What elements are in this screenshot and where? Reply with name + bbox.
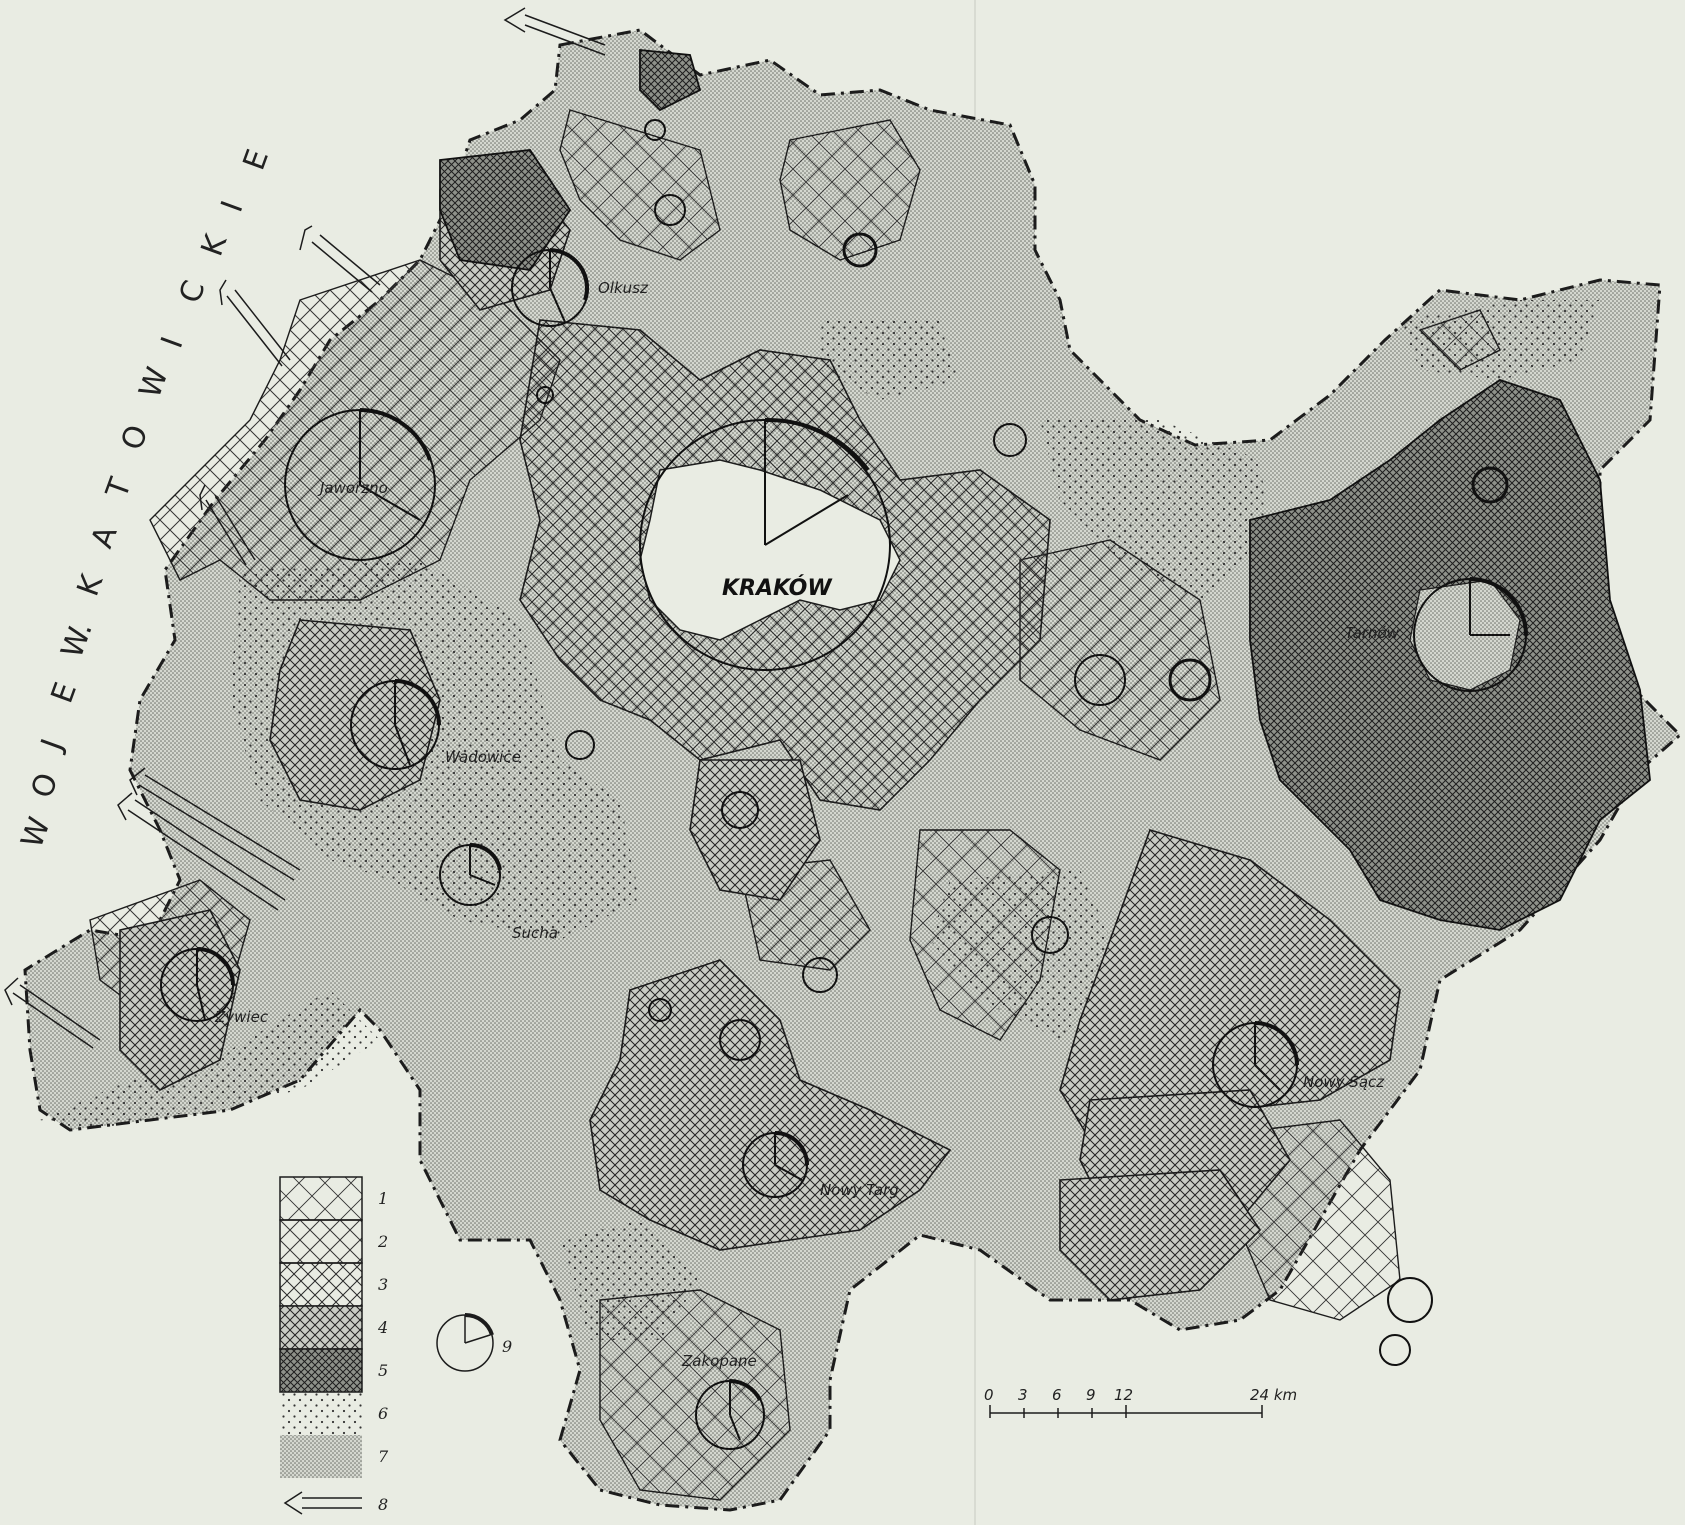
- small-centre-symbol: [802, 957, 838, 993]
- small-centre-symbol: [1387, 1277, 1433, 1323]
- scale-tick-12: 12: [1114, 1386, 1133, 1404]
- legend-label-6: 6: [378, 1404, 388, 1423]
- city-label-jaworzno: Jaworzno: [317, 479, 388, 497]
- scale-bar: [989, 1405, 1263, 1418]
- arrow-icon: [4, 977, 101, 1049]
- legend-label-2: 2: [377, 1232, 388, 1251]
- arrow-icon: [129, 767, 301, 881]
- small-centre-symbol: [536, 386, 554, 404]
- city-label-krakow: KRAKÓW: [722, 575, 833, 601]
- scale-tick-3: 3: [1018, 1386, 1028, 1404]
- city-symbol-sucha: [439, 842, 502, 906]
- legend-swatch-2: [279, 1219, 363, 1264]
- city-symbol-olkusz: [511, 248, 589, 327]
- arrow-icon: [117, 792, 286, 911]
- small-centre-symbol: [1471, 466, 1509, 504]
- legend-swatch-3: [279, 1262, 363, 1307]
- arrow-icon: [199, 484, 256, 566]
- legend-label-3: 3: [378, 1275, 388, 1294]
- city-label-wadowice: Wadowice: [445, 748, 521, 766]
- small-centre-symbol: [644, 119, 666, 141]
- small-centre-symbol: [1031, 916, 1069, 954]
- city-symbol-tarnow: [1413, 577, 1528, 692]
- city-labels: KRAKÓW Jaworzno Olkusz Wadowice Sucha Ży…: [214, 279, 1400, 1370]
- small-centre-symbol: [842, 232, 878, 268]
- city-label-zakopane: Zakopane: [681, 1352, 757, 1370]
- scale-labels: 0 3 6 9 12 24 km: [984, 1386, 1297, 1404]
- small-centre-symbol: [719, 1019, 761, 1061]
- city-symbol-nowy-targ: [742, 1131, 809, 1198]
- city-symbol-wadowice: [350, 679, 441, 770]
- arrow-icon: [219, 279, 291, 367]
- legend: [279, 1176, 494, 1515]
- city-label-zywiec: Żywiec: [214, 1007, 269, 1026]
- legend-swatch-8-arrow-icon: [283, 1491, 362, 1515]
- small-centre-symbol: [1379, 1334, 1411, 1366]
- small-centre-symbol: [648, 998, 672, 1022]
- city-symbol-nowy-sacz: [1212, 1021, 1299, 1108]
- legend-swatch-9-pie-icon: [436, 1312, 494, 1372]
- city-symbols: [160, 119, 1528, 1450]
- legend-label-7: 7: [378, 1447, 389, 1466]
- legend-swatch-6: [280, 1392, 362, 1435]
- small-centre-symbol: [993, 423, 1027, 457]
- arrow-icon: [503, 7, 606, 56]
- legend-label-5: 5: [378, 1361, 388, 1380]
- scale-tick-6: 6: [1052, 1386, 1062, 1404]
- scale-tick-0: 0: [984, 1386, 994, 1404]
- legend-labels: 1 2 3 4 5 6 7 8 9: [377, 1189, 512, 1514]
- city-symbol-zakopane: [695, 1379, 765, 1450]
- city-symbol-zywiec: [160, 947, 235, 1022]
- legend-swatch-1: [279, 1176, 363, 1221]
- scale-tick-9: 9: [1086, 1386, 1096, 1404]
- commuting-arrows: [4, 7, 606, 1049]
- legend-swatch-7: [280, 1435, 362, 1478]
- city-label-olkusz: Olkusz: [598, 279, 649, 297]
- city-symbol-krakow: [639, 417, 891, 671]
- city-label-nowy-sacz: Nowy Sącz: [1303, 1073, 1385, 1091]
- small-centre-symbol: [565, 730, 595, 760]
- small-centre-symbol: [721, 791, 759, 829]
- small-centre-symbol: [1074, 654, 1126, 706]
- city-label-sucha: Sucha: [512, 924, 558, 942]
- city-label-nowy-targ: Nowy Targ: [820, 1181, 899, 1199]
- scale-tick-24: 24 km: [1250, 1386, 1297, 1404]
- arrow-icon: [299, 225, 381, 293]
- city-symbol-jaworzno: [284, 408, 436, 561]
- small-centre-symbol: [1168, 658, 1212, 702]
- zone-class-1-2: [89, 109, 1501, 1501]
- legend-swatch-5: [279, 1348, 363, 1393]
- legend-swatch-4: [279, 1305, 363, 1350]
- small-centre-symbol: [654, 194, 686, 226]
- legend-label-9: 9: [502, 1337, 512, 1356]
- city-label-tarnow: Tarnów: [1345, 624, 1400, 642]
- legend-label-4: 4: [377, 1318, 388, 1337]
- legend-label-8: 8: [378, 1495, 388, 1514]
- legend-label-1: 1: [378, 1189, 388, 1208]
